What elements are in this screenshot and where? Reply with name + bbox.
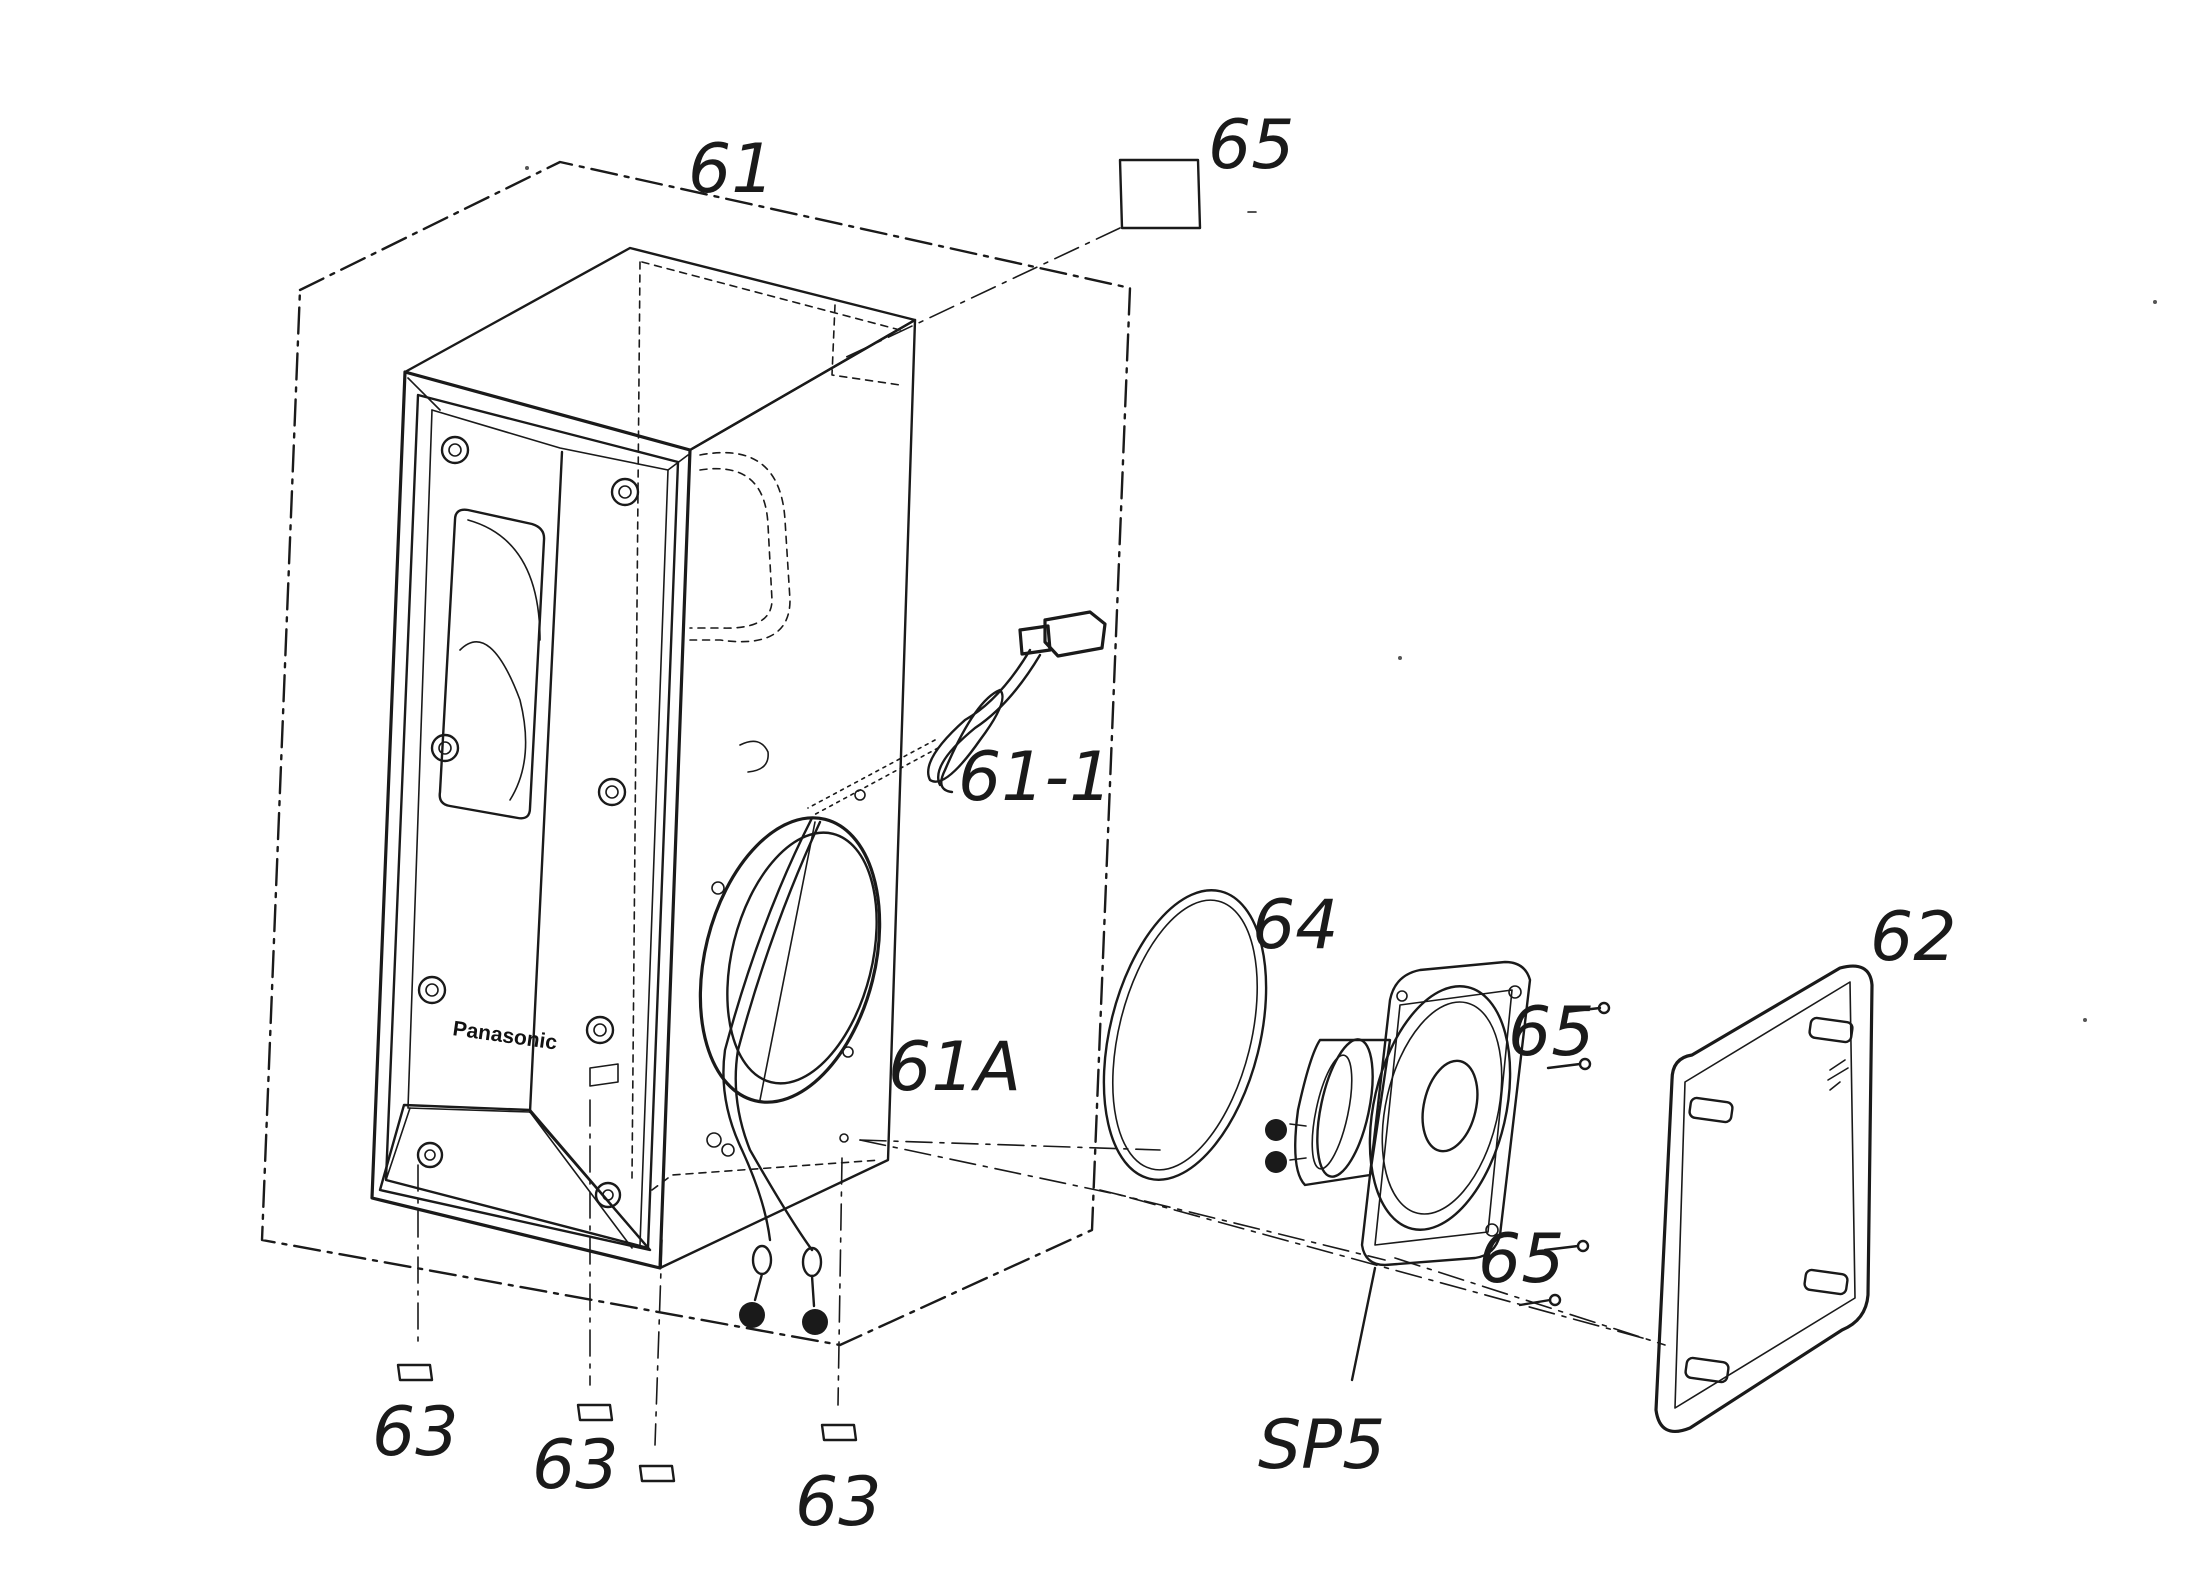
woofer-screw-upper-2 xyxy=(1546,1057,1592,1071)
label-61A: 61A xyxy=(888,1028,1021,1107)
front-screw xyxy=(610,477,640,507)
front-screw xyxy=(417,975,447,1005)
plus-terminal xyxy=(739,1244,773,1328)
label-62: 62 xyxy=(1870,898,1957,977)
cabinet-body: Panasonic xyxy=(370,246,917,1270)
rubber-foot-left xyxy=(396,1363,434,1382)
gasket-ring xyxy=(1102,889,1268,1181)
side-port-opening xyxy=(698,816,882,1104)
front-grille xyxy=(1654,964,1874,1433)
label-65-screw-upper: 65 xyxy=(1508,993,1595,1072)
front-screw xyxy=(430,733,460,763)
label-65-sheet: 65 xyxy=(1208,106,1295,185)
label-63-left: 63 xyxy=(372,1393,459,1472)
front-screw xyxy=(416,1141,444,1169)
woofer-screw-lower-1 xyxy=(1543,1239,1590,1253)
grille-pin xyxy=(1803,1268,1849,1296)
label-61: 61 xyxy=(688,130,775,209)
grille-pin xyxy=(1808,1016,1854,1044)
front-screw xyxy=(585,1015,615,1045)
rubber-foot-middle xyxy=(576,1403,614,1422)
label-63-right: 63 xyxy=(795,1463,882,1542)
lead-wire-assembly xyxy=(722,610,1107,1335)
label-sheet xyxy=(839,158,1202,361)
rubber-foot-front xyxy=(638,1464,676,1483)
label-61-1: 61-1 xyxy=(958,738,1112,817)
label-65-screw-lower: 65 xyxy=(1478,1220,1565,1299)
minus-terminal xyxy=(801,1246,828,1335)
label-64: 64 xyxy=(1252,886,1339,965)
front-screw xyxy=(440,435,470,465)
cabinet-bounding-box xyxy=(260,160,1132,1347)
woofer-speaker xyxy=(1265,960,1532,1267)
label-63-middle: 63 xyxy=(532,1426,619,1505)
front-screw xyxy=(597,777,627,807)
grille-pin xyxy=(1684,1356,1730,1384)
brand-logo: Panasonic xyxy=(451,1017,559,1054)
label-SP5: SP5 xyxy=(1258,1406,1385,1485)
grille-pin xyxy=(1688,1096,1734,1124)
sp5-leader-line xyxy=(1350,1266,1377,1382)
woofer-screw-upper-1 xyxy=(1563,1001,1611,1015)
rubber-foot-right xyxy=(820,1423,858,1442)
front-screw xyxy=(594,1181,622,1209)
assembly-axis-lines xyxy=(417,1099,1666,1446)
